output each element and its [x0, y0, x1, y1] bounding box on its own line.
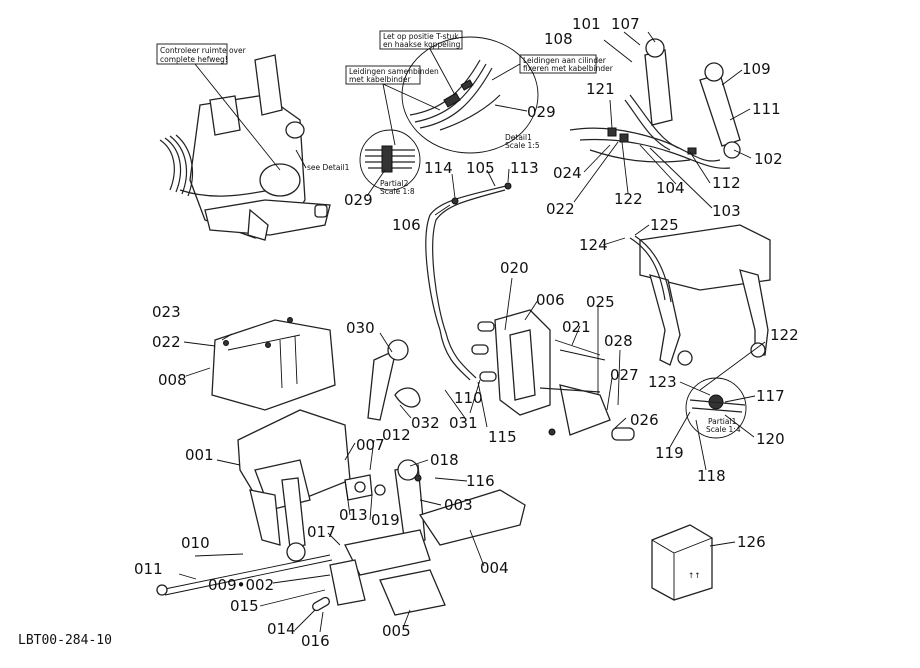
callout-005: 005	[382, 622, 411, 640]
callout-118: 118	[697, 467, 726, 485]
callout-003: 003	[444, 496, 473, 514]
callout-013: 013	[339, 506, 368, 524]
callout-022b: 022	[546, 200, 575, 218]
callout-029b: 029	[527, 103, 556, 121]
callout-014: 014	[267, 620, 296, 638]
fix-lines-note-line2: fixeren met kabelbinder	[523, 64, 614, 73]
detail1-view	[401, 36, 539, 154]
callout-004: 004	[480, 559, 509, 577]
callout-111: 111	[752, 100, 781, 118]
callout-105: 105	[466, 159, 495, 177]
callout-113: 113	[510, 159, 539, 177]
callout-114: 114	[424, 159, 453, 177]
drawing-code: LBT00-284-10	[18, 633, 112, 648]
callout-008: 008	[158, 371, 187, 389]
hitch-assembly	[156, 339, 526, 616]
tpiece-note-line2: en haakse koppeling	[383, 40, 461, 49]
callout-109: 109	[742, 60, 771, 78]
callout-024: 024	[553, 164, 582, 182]
leader-lines	[178, 31, 766, 633]
callout-032: 032	[411, 414, 440, 432]
callout-112: 112	[712, 174, 741, 192]
callout-006: 006	[536, 291, 565, 309]
cover-008	[211, 317, 336, 411]
clearance-note-line1: Controleer ruimte over	[160, 46, 247, 55]
callout-023: 023	[152, 303, 181, 321]
tpiece-note-box	[379, 30, 463, 50]
box-126	[651, 524, 713, 601]
callout-025: 025	[586, 293, 615, 311]
hose-106	[425, 184, 511, 381]
callout-029: 029	[344, 191, 373, 209]
callout-120: 120	[756, 430, 785, 448]
callout-010: 010	[181, 534, 210, 552]
callout-031: 031	[449, 414, 478, 432]
callout-001: 001	[185, 446, 214, 464]
partial1-view	[685, 377, 747, 439]
callout-104: 104	[656, 179, 685, 197]
callout-028: 028	[604, 332, 633, 350]
callout-022: 022	[152, 333, 181, 351]
partial1-scale: Scale 1:4	[706, 425, 741, 434]
callout-110: 110	[454, 389, 483, 407]
clearance-note-box	[156, 43, 228, 65]
bind-lines-note-line2: met kabelbinder	[349, 75, 411, 84]
callout-102: 102	[754, 150, 783, 168]
partial2-title: Partial2	[380, 179, 409, 188]
callout-020: 020	[500, 259, 529, 277]
callout-124: 124	[579, 236, 608, 254]
callout-017: 017	[307, 523, 336, 541]
fragile-arrows: ↑↑	[688, 571, 701, 580]
callout-125: 125	[650, 216, 679, 234]
callouts: 001 009•002 003 004 005 006 007 008 010 …	[134, 15, 799, 650]
callout-117: 117	[756, 387, 785, 405]
callout-016: 016	[301, 632, 330, 650]
callout-103: 103	[712, 202, 741, 220]
callout-107: 107	[611, 15, 640, 33]
callout-119: 119	[655, 444, 684, 462]
fix-lines-note-line1: Leidingen aan cilinder	[523, 56, 607, 65]
mounting-frame	[629, 224, 771, 366]
partial1-title: Partial1	[708, 417, 737, 426]
tractor-rear-overview	[159, 54, 331, 241]
callout-123: 123	[648, 373, 677, 391]
callout-122: 122	[614, 190, 643, 208]
callout-021: 021	[562, 318, 591, 336]
pump-assembly	[471, 309, 635, 441]
detail1-scale: Scale 1:5	[505, 141, 540, 150]
callout-121: 121	[586, 80, 615, 98]
bind-lines-note-line1: Leidingen samenbinden	[349, 67, 439, 76]
partial2-view	[359, 129, 421, 191]
assist-cylinders-view	[569, 38, 741, 169]
callout-026: 026	[630, 411, 659, 429]
callout-015: 015	[230, 597, 259, 615]
callout-116: 116	[466, 472, 495, 490]
callout-012: 012	[382, 426, 411, 444]
callout-030: 030	[346, 319, 375, 337]
callout-101: 101	[572, 15, 601, 33]
detail1-title: Detail1	[505, 133, 532, 142]
callout-108: 108	[544, 30, 573, 48]
tpiece-note-line1: Let op positie T-stuk	[383, 32, 459, 41]
callout-018: 018	[430, 451, 459, 469]
callout-011: 011	[134, 560, 163, 578]
clearance-note-line2: complete hefweg!	[160, 55, 228, 64]
callout-019: 019	[371, 511, 400, 529]
callout-115: 115	[488, 428, 517, 446]
callout-122b: 122	[770, 326, 799, 344]
callout-126: 126	[737, 533, 766, 551]
callout-106: 106	[392, 216, 421, 234]
partial2-scale: Scale 1:8	[380, 187, 415, 196]
see-detail-note: see Detail1	[307, 163, 350, 172]
callout-027: 027	[610, 366, 639, 384]
callout-009-002: 009•002	[208, 576, 274, 594]
callout-007: 007	[356, 436, 385, 454]
